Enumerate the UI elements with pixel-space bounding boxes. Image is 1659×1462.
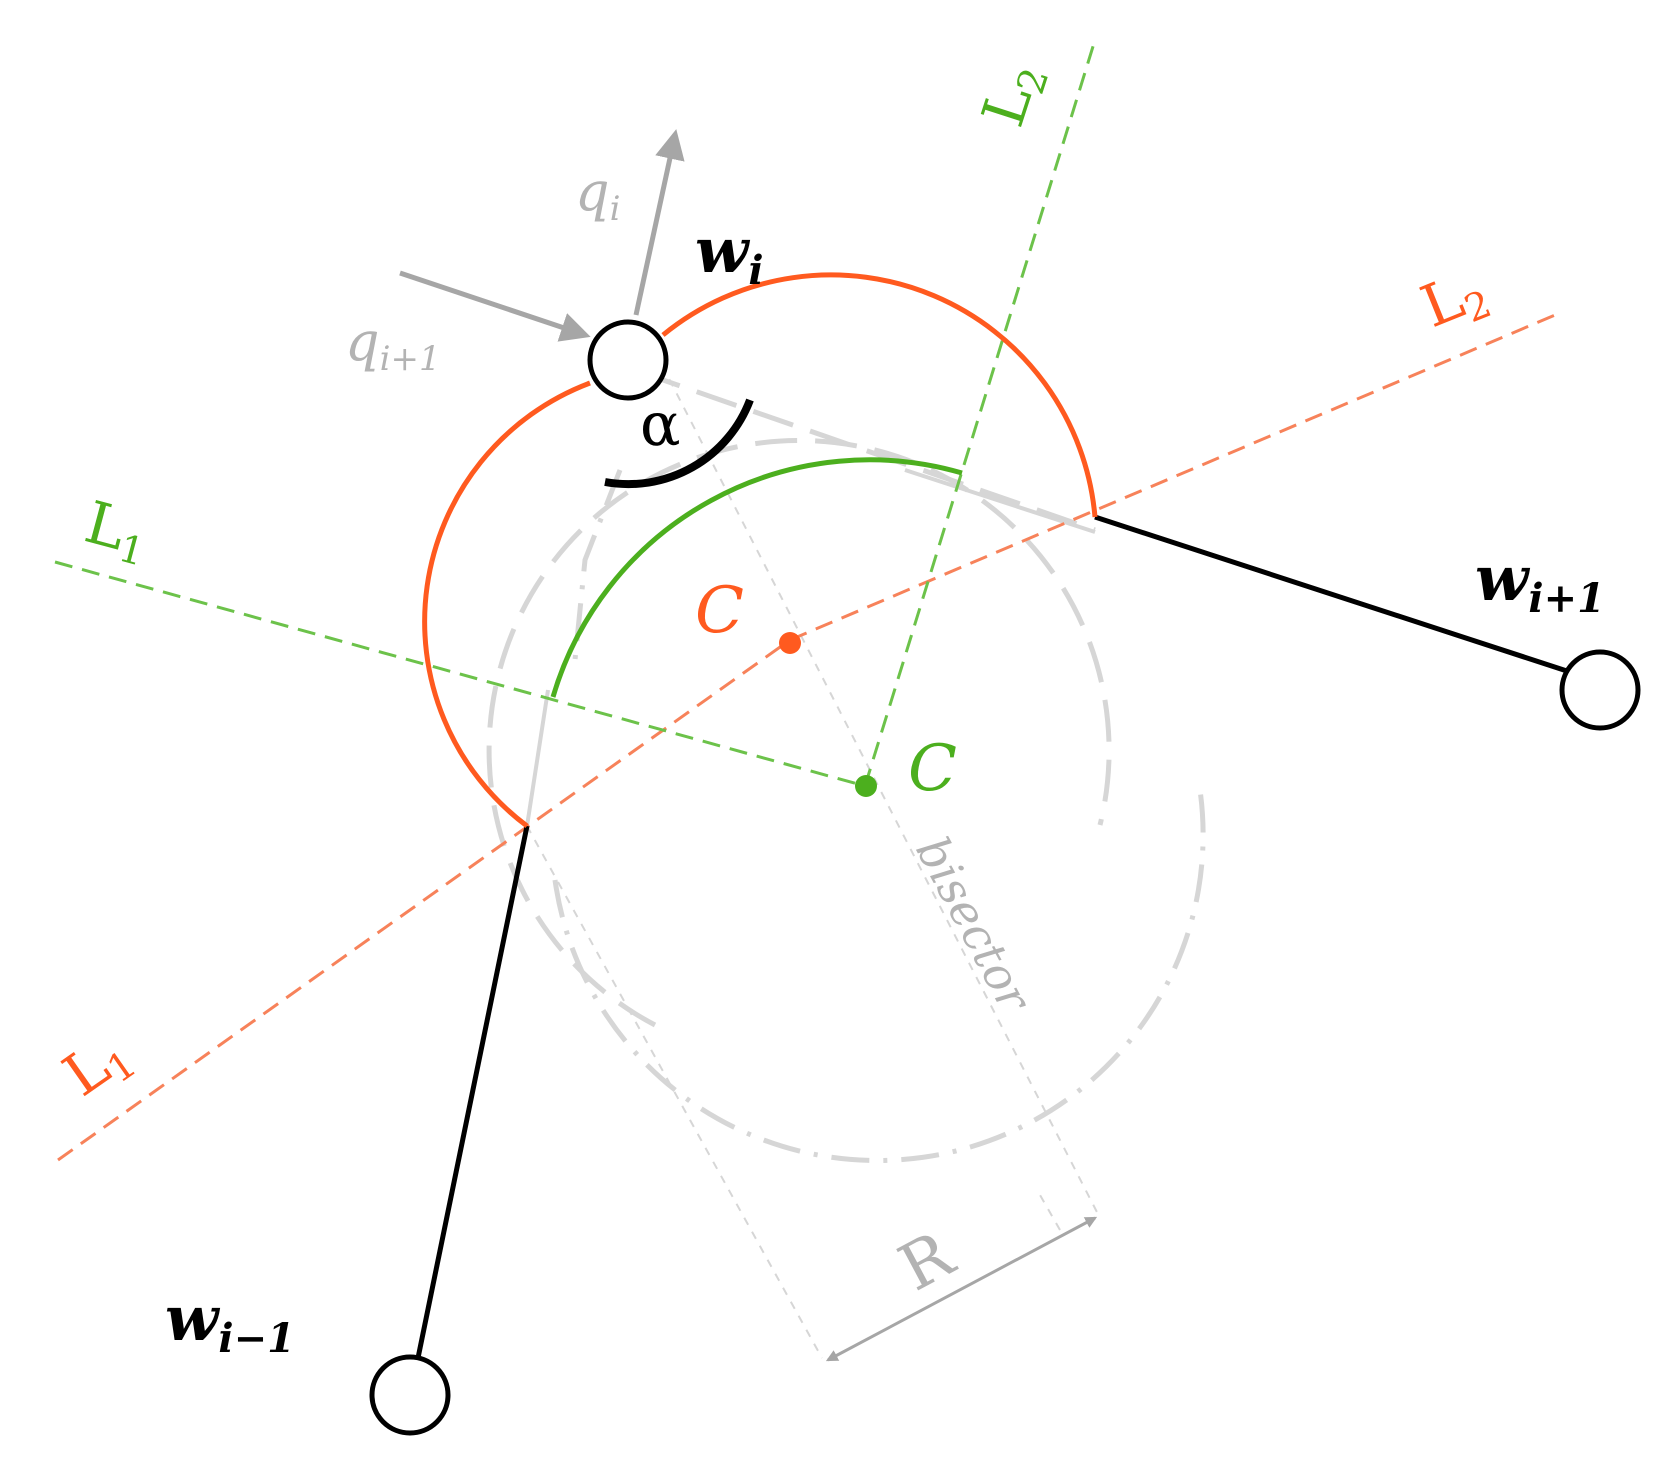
label-orange-C: C xyxy=(695,574,744,648)
gray-segment-upper xyxy=(904,468,1096,534)
label-orange-L2: L2 xyxy=(1412,254,1497,345)
alpha-angle-arc xyxy=(604,398,754,489)
label-green-L1: L1 xyxy=(77,488,156,575)
orange-line-L1 xyxy=(57,638,791,1162)
orange-turn-arc xyxy=(422,272,1098,829)
label-green-C: C xyxy=(908,732,957,806)
q-next-arrow xyxy=(399,270,591,342)
label-green-L2: L2 xyxy=(969,54,1058,136)
green-turn-arc xyxy=(550,457,963,698)
segment-prev xyxy=(415,825,530,1359)
segment-next xyxy=(1094,514,1571,675)
label-bisector: bisector xyxy=(905,828,1043,1023)
label-q-next: qi+1 xyxy=(345,310,441,379)
label-w-prev: wi−1 xyxy=(165,1282,295,1362)
green-construction-lines xyxy=(54,39,1097,788)
label-q-i: qi xyxy=(575,160,620,229)
radius-guide-left xyxy=(526,825,823,1359)
dashed-tangent-top xyxy=(639,369,1096,533)
construction-geometry xyxy=(486,364,1206,1359)
green-center-point xyxy=(855,775,877,797)
q-i-arrow xyxy=(633,129,685,316)
label-orange-L1: L1 xyxy=(51,1018,144,1114)
orange-line-L2 xyxy=(789,313,1556,642)
label-alpha: α xyxy=(640,390,681,460)
radius-arrow xyxy=(825,1216,1098,1362)
waypoint-w-prev xyxy=(369,1354,451,1436)
orange-construction-lines xyxy=(57,313,1556,1162)
dashed-circle xyxy=(486,438,1112,1028)
green-line-L2 xyxy=(863,39,1097,787)
green-line-L1 xyxy=(54,560,866,788)
orange-center-point xyxy=(779,632,801,654)
gray-segment-lower xyxy=(525,689,550,827)
dashdot-circle xyxy=(552,789,1206,1164)
waypoint-w-i xyxy=(587,319,669,401)
waypoint-w-next xyxy=(1559,649,1641,731)
dashdot-circle-upper xyxy=(572,469,623,661)
path-segments xyxy=(415,514,1571,1359)
label-w-next: wi+1 xyxy=(1475,542,1605,622)
label-w-i: wi xyxy=(695,214,764,294)
radius-guide-right xyxy=(1039,1194,1061,1231)
